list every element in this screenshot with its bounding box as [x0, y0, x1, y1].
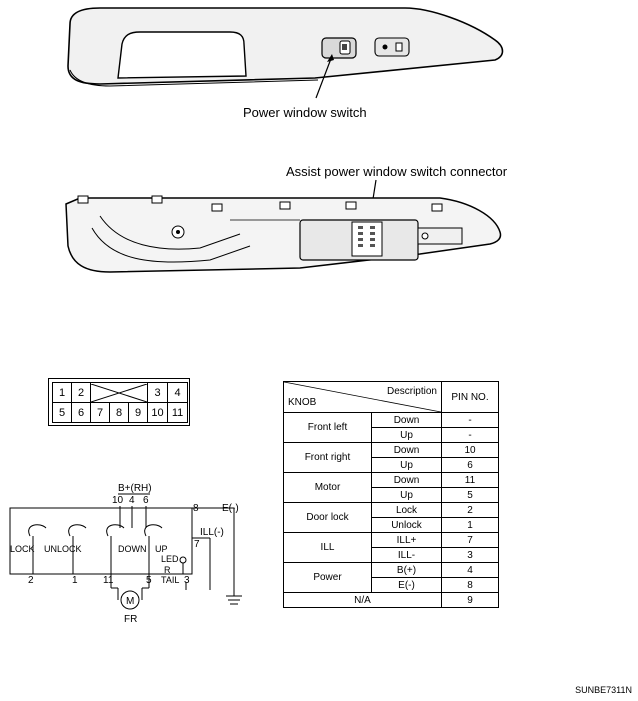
table-cell-pin: 6 [441, 457, 499, 473]
connector-pin: 6 [71, 402, 92, 423]
lock-label: LOCK [10, 544, 35, 554]
table-cell-pin: 9 [441, 592, 499, 608]
led-label: LED [161, 554, 179, 564]
down-label: DOWN [118, 544, 147, 554]
pin-7-label: 7 [194, 539, 200, 550]
tail-label: TAIL [161, 575, 179, 585]
table-cell-description: Down [371, 442, 442, 458]
pin-3-label: 3 [184, 575, 190, 586]
table-header-knob-description: KNOB Description [283, 381, 442, 413]
ill-minus-label: ILL(-) [200, 527, 224, 538]
fr-label: FR [124, 614, 137, 625]
connector-pin: 7 [90, 402, 111, 423]
table-cell-description: Up [371, 457, 442, 473]
table-cell-knob: Door lock [283, 502, 372, 533]
pin-1-label: 1 [72, 575, 78, 586]
table-cell-knob: Front right [283, 442, 372, 473]
table-row: E(-)8 [284, 577, 499, 593]
circuit-schematic: B+(RH) 10 4 6 8 E(-) ILL(-) 7 LOCK UNLOC… [9, 483, 242, 625]
connector-pin: 4 [167, 382, 188, 403]
table-cell-description: Up [371, 487, 442, 503]
table-cell-pin: - [441, 427, 499, 443]
reference-code: SUNBE7311N [575, 685, 632, 695]
table-cell-description: ILL- [371, 547, 442, 563]
pin-2-label: 2 [28, 575, 34, 586]
table-cell-description: Unlock [371, 517, 442, 533]
pin-4-label: 4 [129, 495, 135, 506]
up-label: UP [155, 544, 168, 554]
table-header-pin: PIN NO. [441, 381, 499, 413]
table-cell-pin: 1 [441, 517, 499, 533]
table-row: Up- [284, 427, 499, 443]
table-cell-pin: 10 [441, 442, 499, 458]
motor-icon [120, 590, 140, 610]
table-cell-na: N/A [283, 592, 442, 608]
table-cell-description: Down [371, 412, 442, 428]
table-cell-pin: 2 [441, 502, 499, 518]
connector-pin: 11 [167, 402, 188, 423]
connector-pin-face: 1 2 3 4 5 6 7 8 9 10 11 [48, 378, 190, 426]
table-cell-pin: 4 [441, 562, 499, 578]
table-cell-description: Up [371, 427, 442, 443]
connector-pin: 2 [71, 382, 92, 403]
armrest-back-drawing [65, 179, 502, 273]
table-cell-description: E(-) [371, 577, 442, 593]
table-cell-pin: - [441, 412, 499, 428]
table-cell-description: Lock [371, 502, 442, 518]
connector-pin: 3 [147, 382, 169, 403]
table-cell-knob: Power [283, 562, 372, 593]
table-cell-pin: 11 [441, 472, 499, 488]
connector-pin: 9 [128, 402, 149, 423]
table-cell-knob: Front left [283, 412, 372, 443]
pin-10-label: 10 [112, 495, 124, 506]
power-window-switch-label: Power window switch [243, 105, 367, 120]
table-cell-pin: 5 [441, 487, 499, 503]
table-cell-pin: 3 [441, 547, 499, 563]
r-label: R [164, 565, 171, 575]
connector-pin: 1 [51, 382, 73, 403]
power-window-switch-icon [321, 37, 357, 59]
table-cell-pin: 8 [441, 577, 499, 593]
connector-pin: 8 [109, 402, 130, 423]
motor-label: M [126, 596, 134, 607]
pin-11-label: 11 [103, 575, 114, 586]
table-cell-description: Down [371, 472, 442, 488]
table-cell-description: ILL+ [371, 532, 442, 548]
table-header-description: Description [386, 386, 437, 397]
table-cell-description: B(+) [371, 562, 442, 578]
connector-blank [90, 382, 149, 403]
table-cell-pin: 7 [441, 532, 499, 548]
table-header-knob: KNOB [288, 397, 317, 408]
connector-pin: 10 [147, 402, 169, 423]
connector-pin: 5 [51, 402, 73, 423]
bplus-label: B+(RH) [118, 483, 152, 494]
armrest-top-drawing [67, 7, 504, 99]
table-cell-knob: ILL [283, 532, 372, 563]
assist-connector-label: Assist power window switch connector [286, 164, 508, 179]
table-cell-knob: Motor [283, 472, 372, 503]
pin-6-label: 6 [143, 495, 149, 506]
unlock-label: UNLOCK [44, 544, 82, 554]
